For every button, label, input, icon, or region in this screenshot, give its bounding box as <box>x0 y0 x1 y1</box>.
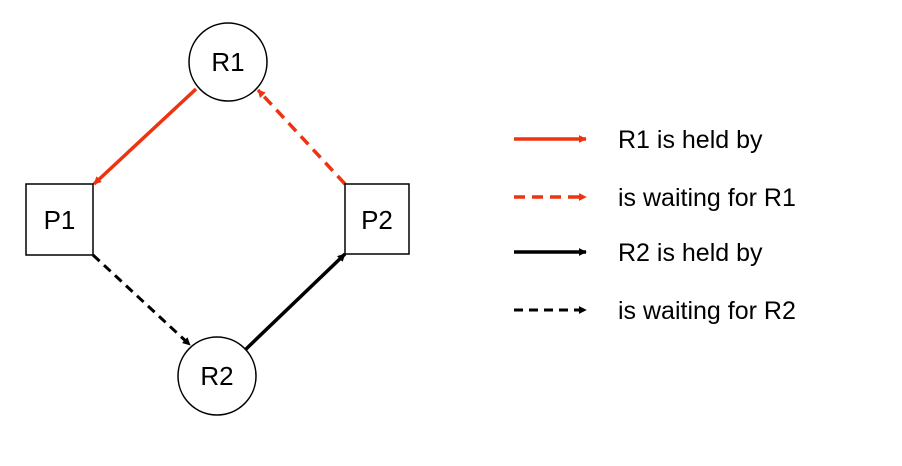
legend-item-waiting-r2: is waiting for R2 <box>514 297 796 325</box>
edge-p1-to-r2 <box>91 253 192 347</box>
legend-label: is waiting for R1 <box>618 184 796 212</box>
legend-label: is waiting for R2 <box>618 297 796 325</box>
legend-item-r1-held: R1 is held by <box>514 126 763 154</box>
edge-r2-to-p2 <box>243 252 347 352</box>
resource-node-r1: R1 <box>188 22 268 102</box>
legend-label: R2 is held by <box>618 239 763 267</box>
graph-nodes: R1 R2 P1 P2 <box>25 22 410 416</box>
legend-item-waiting-r1: is waiting for R1 <box>514 184 796 212</box>
legend-item-r2-held: R2 is held by <box>514 239 763 267</box>
node-label-p1: P1 <box>44 205 76 235</box>
node-label-r2: R2 <box>200 361 233 391</box>
legend: R1 is held by is waiting for R1 R2 is he… <box>514 126 796 325</box>
process-node-p2: P2 <box>344 183 410 255</box>
graph-edges <box>91 87 347 352</box>
node-label-p2: P2 <box>361 205 393 235</box>
node-label-r1: R1 <box>211 47 244 77</box>
edge-p2-to-r1 <box>256 88 347 186</box>
legend-label: R1 is held by <box>618 126 763 154</box>
resource-node-r2: R2 <box>177 336 257 416</box>
edge-r1-to-p1 <box>92 87 198 186</box>
process-node-p1: P1 <box>25 183 94 256</box>
